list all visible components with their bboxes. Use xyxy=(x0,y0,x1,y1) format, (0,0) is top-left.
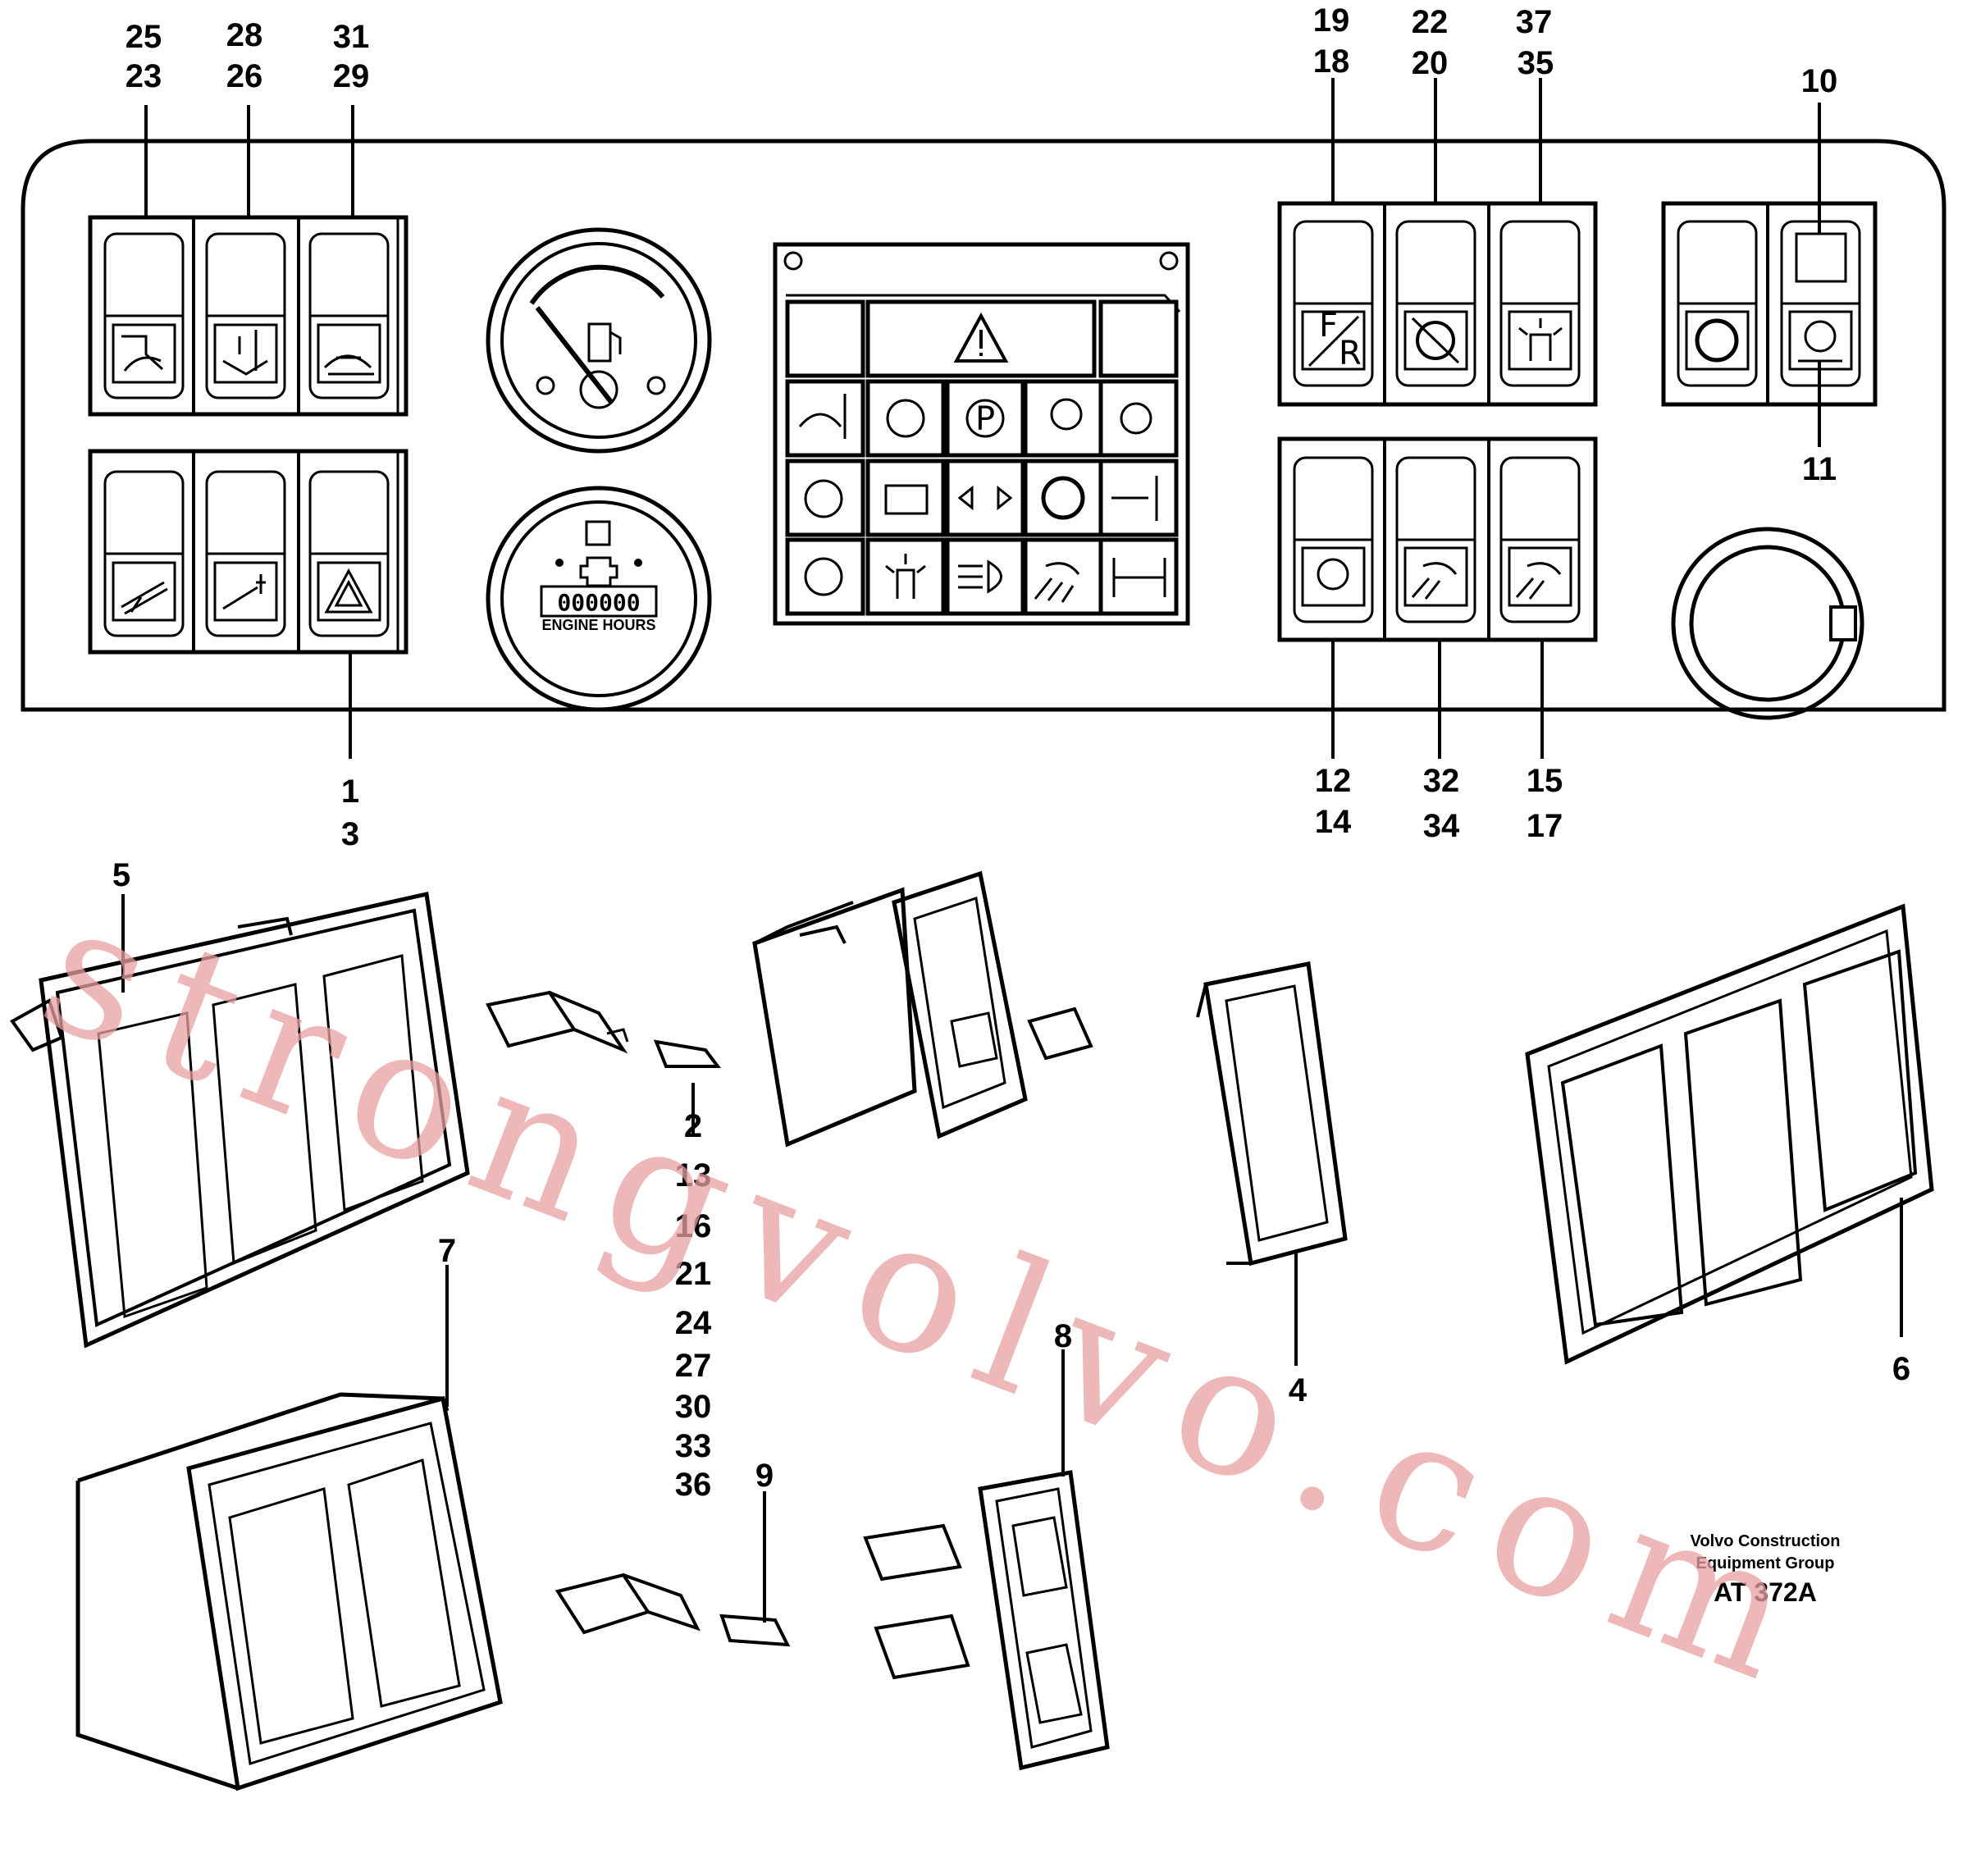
right-switch-cluster-bottom xyxy=(1277,436,1598,642)
callout-34: 34 xyxy=(1423,808,1460,844)
bulb-callout-list: 2 13 16 21 24 27 30 33 36 xyxy=(675,1108,712,1503)
callout-11: 11 xyxy=(1802,451,1837,487)
callout-6: 6 xyxy=(1892,1351,1910,1387)
callout-5: 5 xyxy=(112,857,130,893)
disabled-gear-icon xyxy=(1416,321,1455,360)
callout-29: 29 xyxy=(333,58,370,94)
callout-14: 14 xyxy=(1315,804,1352,840)
svg-text:P: P xyxy=(975,400,995,438)
float-position-icon xyxy=(222,330,268,376)
svg-text:24: 24 xyxy=(675,1305,712,1341)
callout-25: 25 xyxy=(126,19,162,55)
callout-10: 10 xyxy=(1801,63,1838,99)
parking-brake-icon xyxy=(965,399,1005,438)
svg-text:36: 36 xyxy=(675,1467,712,1503)
drawing-code: AT 372A xyxy=(1714,1577,1817,1607)
svg-text:R: R xyxy=(1339,335,1362,372)
company-line-1: Volvo Construction xyxy=(1691,1532,1841,1550)
bucket-level-icon xyxy=(323,354,374,376)
watermark: strongvolvo.com xyxy=(17,861,1843,1729)
turn-indicator-icon xyxy=(957,485,1013,511)
callout-15: 15 xyxy=(1527,763,1563,799)
callout-17: 17 xyxy=(1527,808,1563,844)
warning-triangle-icon xyxy=(953,312,1009,363)
callout-1: 1 xyxy=(341,774,359,810)
svg-text:16: 16 xyxy=(675,1208,712,1244)
beacon-switch-icon xyxy=(1518,318,1563,361)
callout-18: 18 xyxy=(1313,43,1350,80)
left-switch-cluster-bottom xyxy=(88,449,408,655)
part-4-single-frame xyxy=(1196,961,1348,1366)
coolant-temp-icon xyxy=(798,394,847,439)
air-filter-icon xyxy=(804,479,843,518)
svg-text:21: 21 xyxy=(675,1256,712,1292)
left-switch-cluster-top xyxy=(88,215,408,417)
part-7-double-frame xyxy=(75,1265,503,1792)
engine-hour-meter: 000000 ENGINE HOURS xyxy=(486,486,712,712)
engine-icon xyxy=(579,556,618,587)
battery-charge-icon xyxy=(884,484,929,515)
front-work-light-icon xyxy=(1411,562,1458,600)
differential-lock-icon xyxy=(1112,558,1166,597)
preheating-icon xyxy=(804,557,843,596)
callout-leaders-panel xyxy=(144,78,1821,759)
callout-22: 22 xyxy=(1412,4,1449,40)
callout-26: 26 xyxy=(226,58,263,94)
part-8-indicator-frame xyxy=(863,1349,1110,1771)
connector-and-bulb-upper xyxy=(486,990,721,1136)
fuel-pump-icon xyxy=(587,322,622,363)
warning-indicator-panel: P xyxy=(773,242,1190,626)
company-line-2: Equipment Group xyxy=(1696,1554,1835,1572)
svg-text:2: 2 xyxy=(684,1108,702,1144)
callout-7: 7 xyxy=(438,1233,456,1269)
ignition-switch xyxy=(1671,527,1864,720)
callout-3: 3 xyxy=(341,816,359,852)
main-beam-icon xyxy=(958,559,1002,594)
callout-32: 32 xyxy=(1423,763,1460,799)
dashboard-panel-outline xyxy=(21,139,1946,712)
callout-31: 31 xyxy=(333,19,370,55)
callout-8: 8 xyxy=(1054,1318,1072,1354)
callout-23: 23 xyxy=(126,58,162,94)
rotating-beacon-icon xyxy=(885,554,926,599)
callout-35: 35 xyxy=(1517,45,1554,81)
boom-kickout-icon xyxy=(121,581,168,615)
rocker-switch-assembly xyxy=(752,870,1093,1148)
hazard-warning-icon xyxy=(324,568,373,614)
forward-reverse-icon: F R xyxy=(1308,307,1362,372)
callout-4: 4 xyxy=(1289,1372,1308,1408)
boom-lock-icon xyxy=(222,574,266,610)
callout-19: 19 xyxy=(1313,2,1350,39)
work-light-icon xyxy=(1034,562,1080,603)
callout-20: 20 xyxy=(1412,45,1449,81)
connector-and-bulb-lower xyxy=(555,1491,791,1647)
callout-28: 28 xyxy=(226,17,263,53)
steering-switch-icon xyxy=(1695,318,1739,363)
callout-9: 9 xyxy=(755,1458,774,1494)
part-5-triple-frame xyxy=(10,891,470,1349)
part-6-triple-rocker-block xyxy=(1525,903,1934,1365)
far-right-switch-pair xyxy=(1661,201,1878,407)
gear-oil-icon xyxy=(1804,320,1837,353)
odometer-value: 000000 xyxy=(557,589,640,616)
callout-12: 12 xyxy=(1315,763,1352,799)
steering-wheel-icon xyxy=(1041,476,1085,520)
svg-text:27: 27 xyxy=(675,1348,712,1384)
hydraulic-oil-temp-icon xyxy=(1120,402,1152,435)
fuel-gauge xyxy=(486,227,712,454)
engine-hours-label: ENGINE HOURS xyxy=(541,617,655,633)
steering-warning-icon xyxy=(1050,398,1083,431)
transmission-temp-icon xyxy=(1111,476,1158,521)
svg-text:13: 13 xyxy=(675,1157,712,1194)
callout-37: 37 xyxy=(1516,4,1553,40)
rear-work-light-icon xyxy=(1515,562,1562,600)
svg-text:33: 33 xyxy=(675,1428,712,1464)
right-switch-cluster-top: F R xyxy=(1277,201,1598,407)
interior-light-icon xyxy=(1317,558,1349,591)
attachment-lock-icon xyxy=(121,335,164,372)
svg-text:F: F xyxy=(1319,307,1338,345)
svg-text:30: 30 xyxy=(675,1389,712,1425)
brake-warning-icon xyxy=(886,399,925,438)
